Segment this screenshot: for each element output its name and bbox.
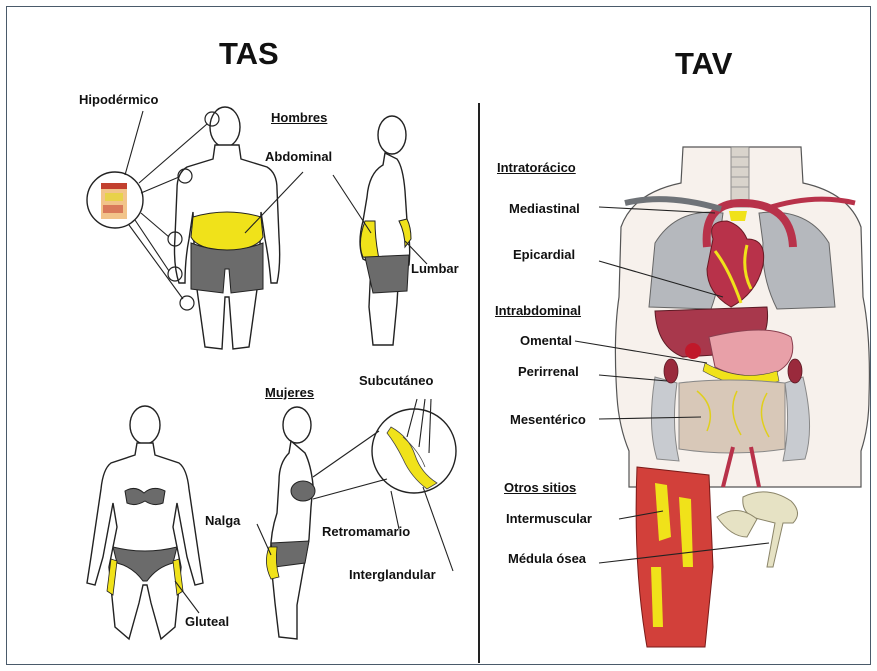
woman-side-figure — [271, 407, 313, 639]
figure-frame: TAS Hipodérmico Hombres Abdominal Lumbar… — [6, 6, 871, 665]
breast-inset — [372, 409, 456, 493]
tav-title: TAV — [675, 47, 732, 81]
label-intermuscular: Intermuscular — [506, 511, 592, 526]
label-omental: Omental — [520, 333, 572, 348]
mediastinal-fat — [729, 211, 747, 221]
label-medula: Médula ósea — [508, 551, 586, 566]
gallbladder — [685, 343, 701, 359]
label-lumbar: Lumbar — [411, 261, 459, 276]
section-intrabdominal: Intrabdominal — [495, 303, 581, 318]
stomach — [709, 330, 793, 376]
section-intratoracico: Intratorácico — [497, 160, 576, 175]
label-perirrenal: Perirrenal — [518, 364, 579, 379]
abdominal-fat-front — [191, 212, 263, 251]
section-otros: Otros sitios — [504, 480, 576, 495]
label-subcutaneo: Subcutáneo — [359, 373, 433, 388]
woman-front-figure — [87, 406, 203, 639]
hypodermis-inset — [87, 172, 143, 228]
label-abdominal: Abdominal — [265, 149, 332, 164]
label-epicardial: Epicardial — [513, 247, 575, 262]
label-retromamario: Retromamario — [322, 524, 410, 539]
women-header: Mujeres — [265, 385, 314, 400]
label-gluteal: Gluteal — [185, 614, 229, 629]
man-side-shorts — [365, 255, 409, 293]
label-nalga: Nalga — [205, 513, 240, 528]
woman-side-bra — [291, 481, 315, 501]
tas-title: TAS — [219, 37, 279, 71]
femur-bone — [717, 492, 798, 567]
label-interglandular: Interglandular — [349, 567, 436, 582]
label-mediastinal: Mediastinal — [509, 201, 580, 216]
men-header: Hombres — [271, 110, 327, 125]
trachea — [731, 147, 749, 207]
label-mesenterico: Mesentérico — [510, 412, 586, 427]
label-hipodermico: Hipodérmico — [79, 92, 158, 107]
